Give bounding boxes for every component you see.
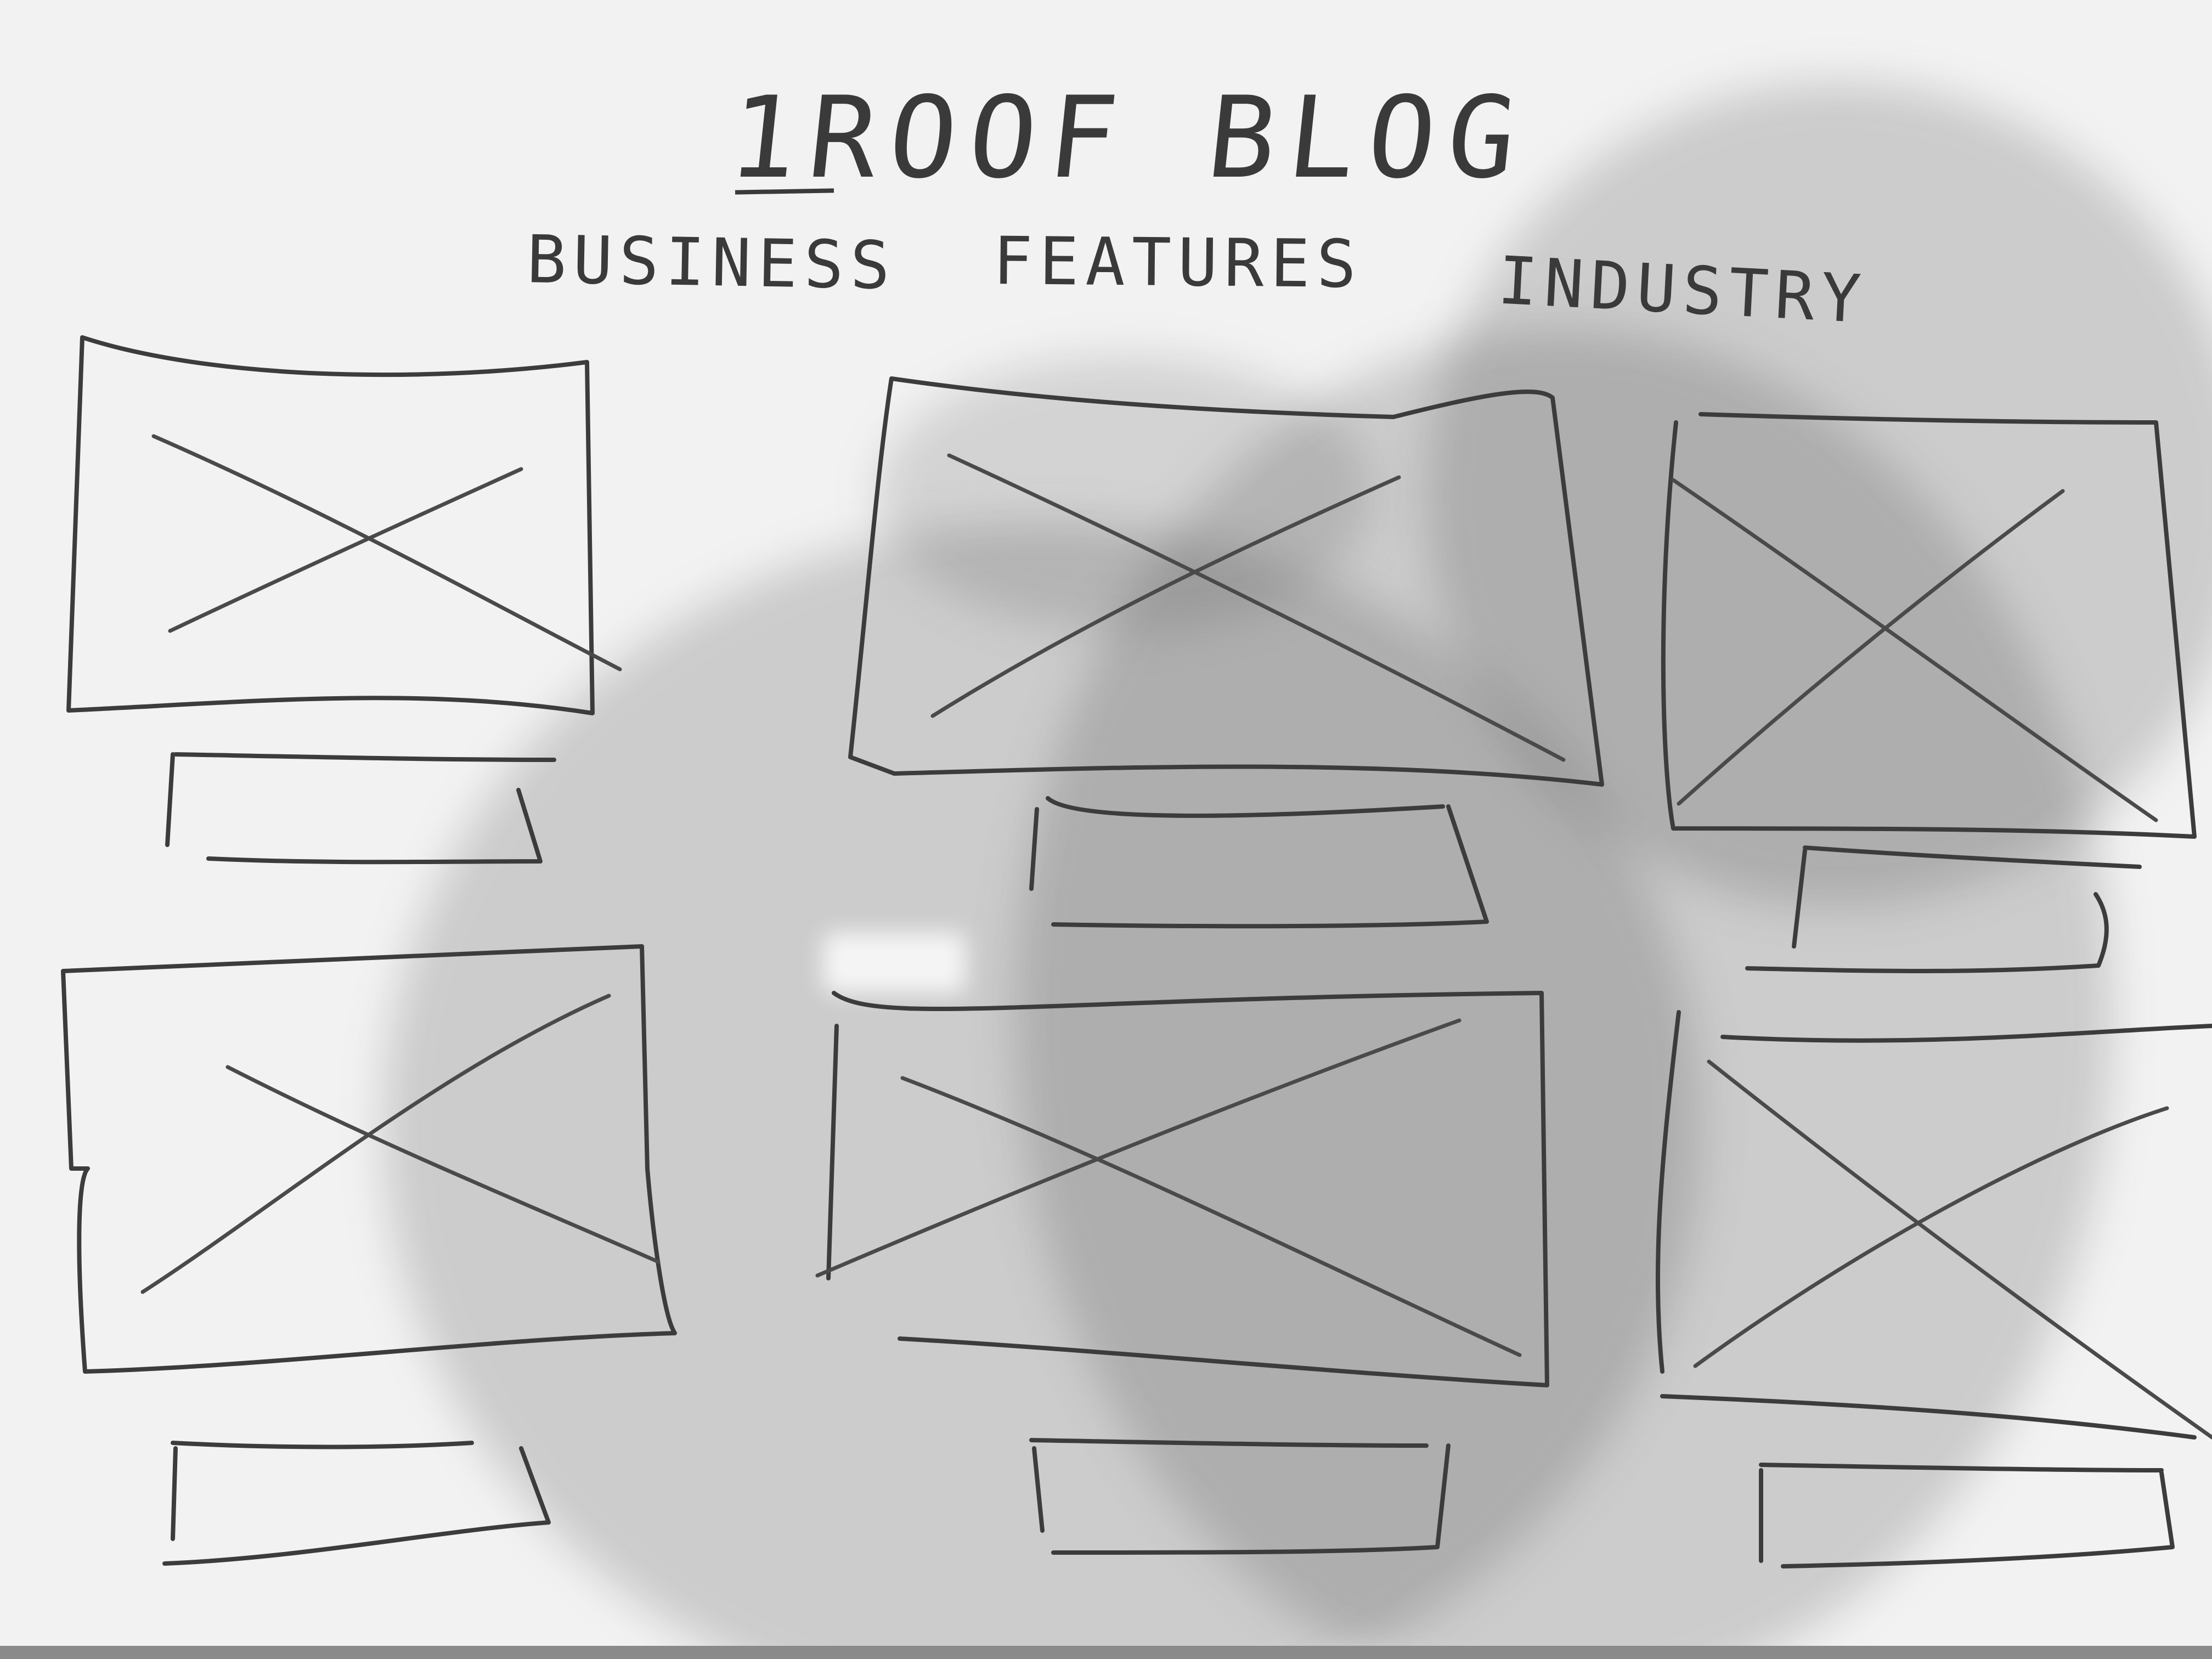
image-placeholder-frame — [826, 991, 1549, 1387]
card-2[interactable] — [848, 376, 1604, 929]
image-placeholder-frame — [66, 335, 595, 715]
card-3[interactable] — [1661, 412, 2197, 973]
image-placeholder-frame — [1661, 412, 2197, 839]
caption-placeholder — [1029, 1438, 1451, 1555]
card-4[interactable] — [61, 944, 677, 1566]
card-5[interactable] — [815, 991, 1549, 1555]
image-placeholder-frame — [1655, 1010, 2212, 1440]
image-placeholder-frame — [61, 944, 677, 1374]
image-placeholder-cross — [151, 434, 622, 672]
image-placeholder-cross — [815, 1018, 1522, 1357]
card-6[interactable] — [1655, 1010, 2212, 1568]
caption-placeholder — [1759, 1463, 2175, 1568]
caption-placeholder — [1029, 796, 1489, 929]
image-placeholder-cross — [1693, 1059, 2212, 1440]
hand-shadow — [384, 521, 1701, 1646]
caption-placeholder — [165, 752, 556, 865]
light-glare — [823, 933, 966, 993]
image-placeholder-cross — [930, 453, 1566, 762]
image-placeholder-cross — [1671, 478, 2158, 822]
caption-placeholder — [1745, 845, 2142, 973]
arm-shadow — [1015, 329, 2112, 1646]
caption-placeholder — [162, 1441, 551, 1566]
image-placeholder-cross — [140, 994, 661, 1294]
image-placeholder-frame — [848, 376, 1604, 787]
card-1[interactable] — [66, 335, 622, 865]
